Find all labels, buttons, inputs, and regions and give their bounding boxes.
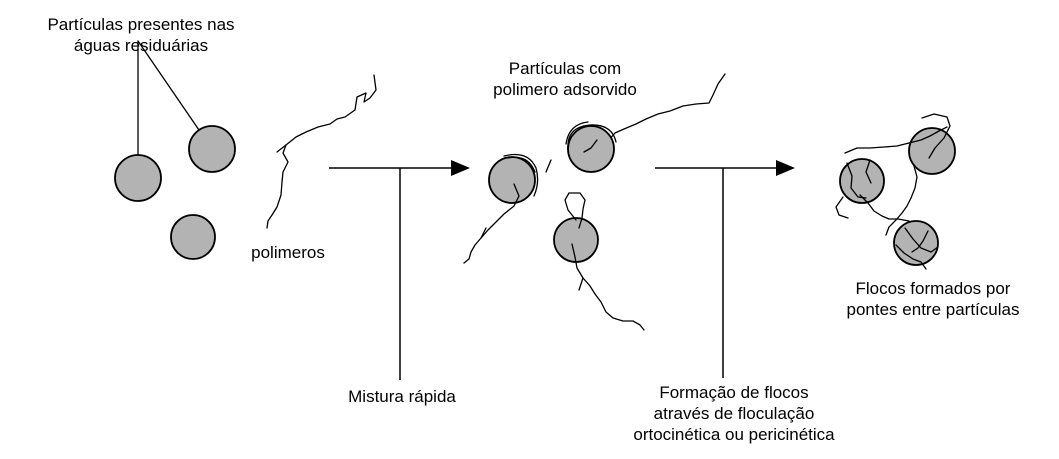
label-line: Mistura rápida <box>348 387 456 406</box>
polymer-bridge <box>885 165 918 236</box>
arrow-floc-formation <box>655 160 795 378</box>
polymer-chain <box>571 243 645 331</box>
polymer-bridge <box>844 126 948 154</box>
adsorbed-polymer-arc <box>503 153 539 197</box>
particle <box>567 125 615 173</box>
polymer-branch <box>276 144 287 153</box>
label-flocs-formed: Flocos formados por pontes entre partícu… <box>819 278 1047 320</box>
polymer-branch <box>545 159 552 173</box>
adsorbed-polymer-arc <box>565 121 589 145</box>
particle <box>553 217 599 263</box>
label-line: águas residuárias <box>73 36 209 55</box>
particle <box>839 158 885 204</box>
stage-raw-particles <box>114 40 236 260</box>
polymer-branch <box>480 227 487 239</box>
polymer-chain <box>463 183 520 264</box>
adsorbed-polymer-arc <box>507 156 536 173</box>
label-line: Partículas presentes nas <box>47 15 235 34</box>
polymer-chain <box>564 192 586 229</box>
label-rapid-mixing: Mistura rápida <box>317 386 487 407</box>
label-particles-adsorbed-polymer: Partículas com polimero adsorvido <box>460 58 670 100</box>
arrow-rapid-mixing <box>329 160 470 380</box>
stage-flocs <box>835 113 956 270</box>
particle <box>114 154 162 202</box>
polymer-bridge <box>904 227 939 253</box>
label-particles-wastewater: Partículas presentes nas águas residuári… <box>5 14 277 56</box>
polymer-bridge <box>846 162 867 199</box>
particle <box>188 125 236 173</box>
label-line: Formação de flocos <box>659 383 809 402</box>
stage-adsorbed-particles <box>463 73 726 331</box>
label-line: Flocos formados por <box>855 279 1011 298</box>
label-line: polimero adsorvido <box>493 80 637 99</box>
polymer-bridge <box>921 113 951 159</box>
polymer-chain <box>266 74 377 229</box>
polymer-bridge <box>835 196 849 219</box>
particle <box>170 214 216 260</box>
arrow-head <box>776 160 795 176</box>
polymer-bridge <box>911 230 929 253</box>
label-line: pontes entre partículas <box>846 300 1020 319</box>
free-polymer-chain <box>266 74 377 229</box>
polymer-branch <box>578 277 584 291</box>
label-polymers: polimeros <box>228 242 348 263</box>
label-line: polimeros <box>251 243 325 262</box>
arrow-head <box>451 160 470 176</box>
adsorbed-polymer-arc <box>583 139 598 153</box>
label-line: Partículas com <box>508 59 622 78</box>
pointer-line-particle-right <box>137 40 200 131</box>
label-line: através de floculação <box>653 404 815 423</box>
polymer-bridge <box>895 244 927 270</box>
label-floc-formation: Formação de flocos através de floculação… <box>596 382 872 445</box>
label-line: ortocinética ou pericinética <box>633 425 835 444</box>
particle <box>488 156 536 204</box>
polymer-branch <box>865 159 872 184</box>
adsorbed-polymer-arc <box>567 124 617 151</box>
polymer-bridge <box>859 194 910 222</box>
